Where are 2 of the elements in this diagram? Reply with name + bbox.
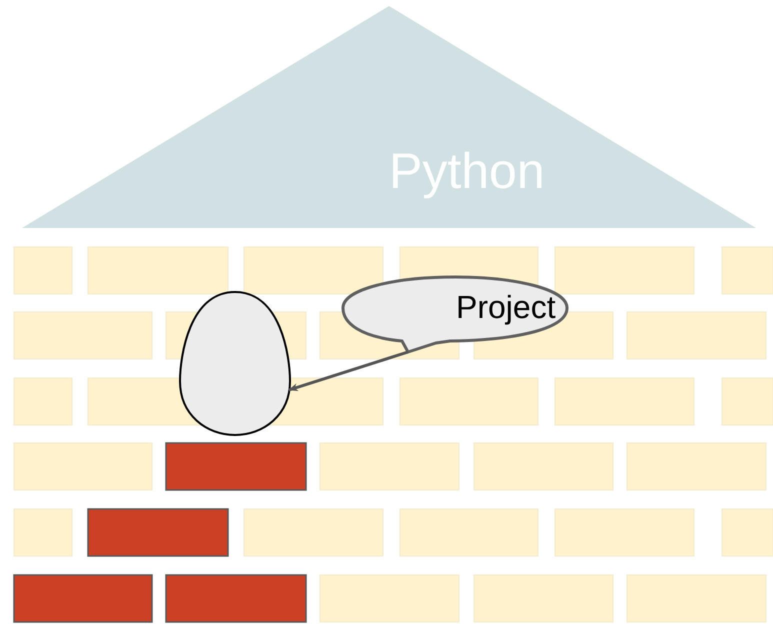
bubble-label: Project [456,289,556,326]
arrow [288,350,408,392]
